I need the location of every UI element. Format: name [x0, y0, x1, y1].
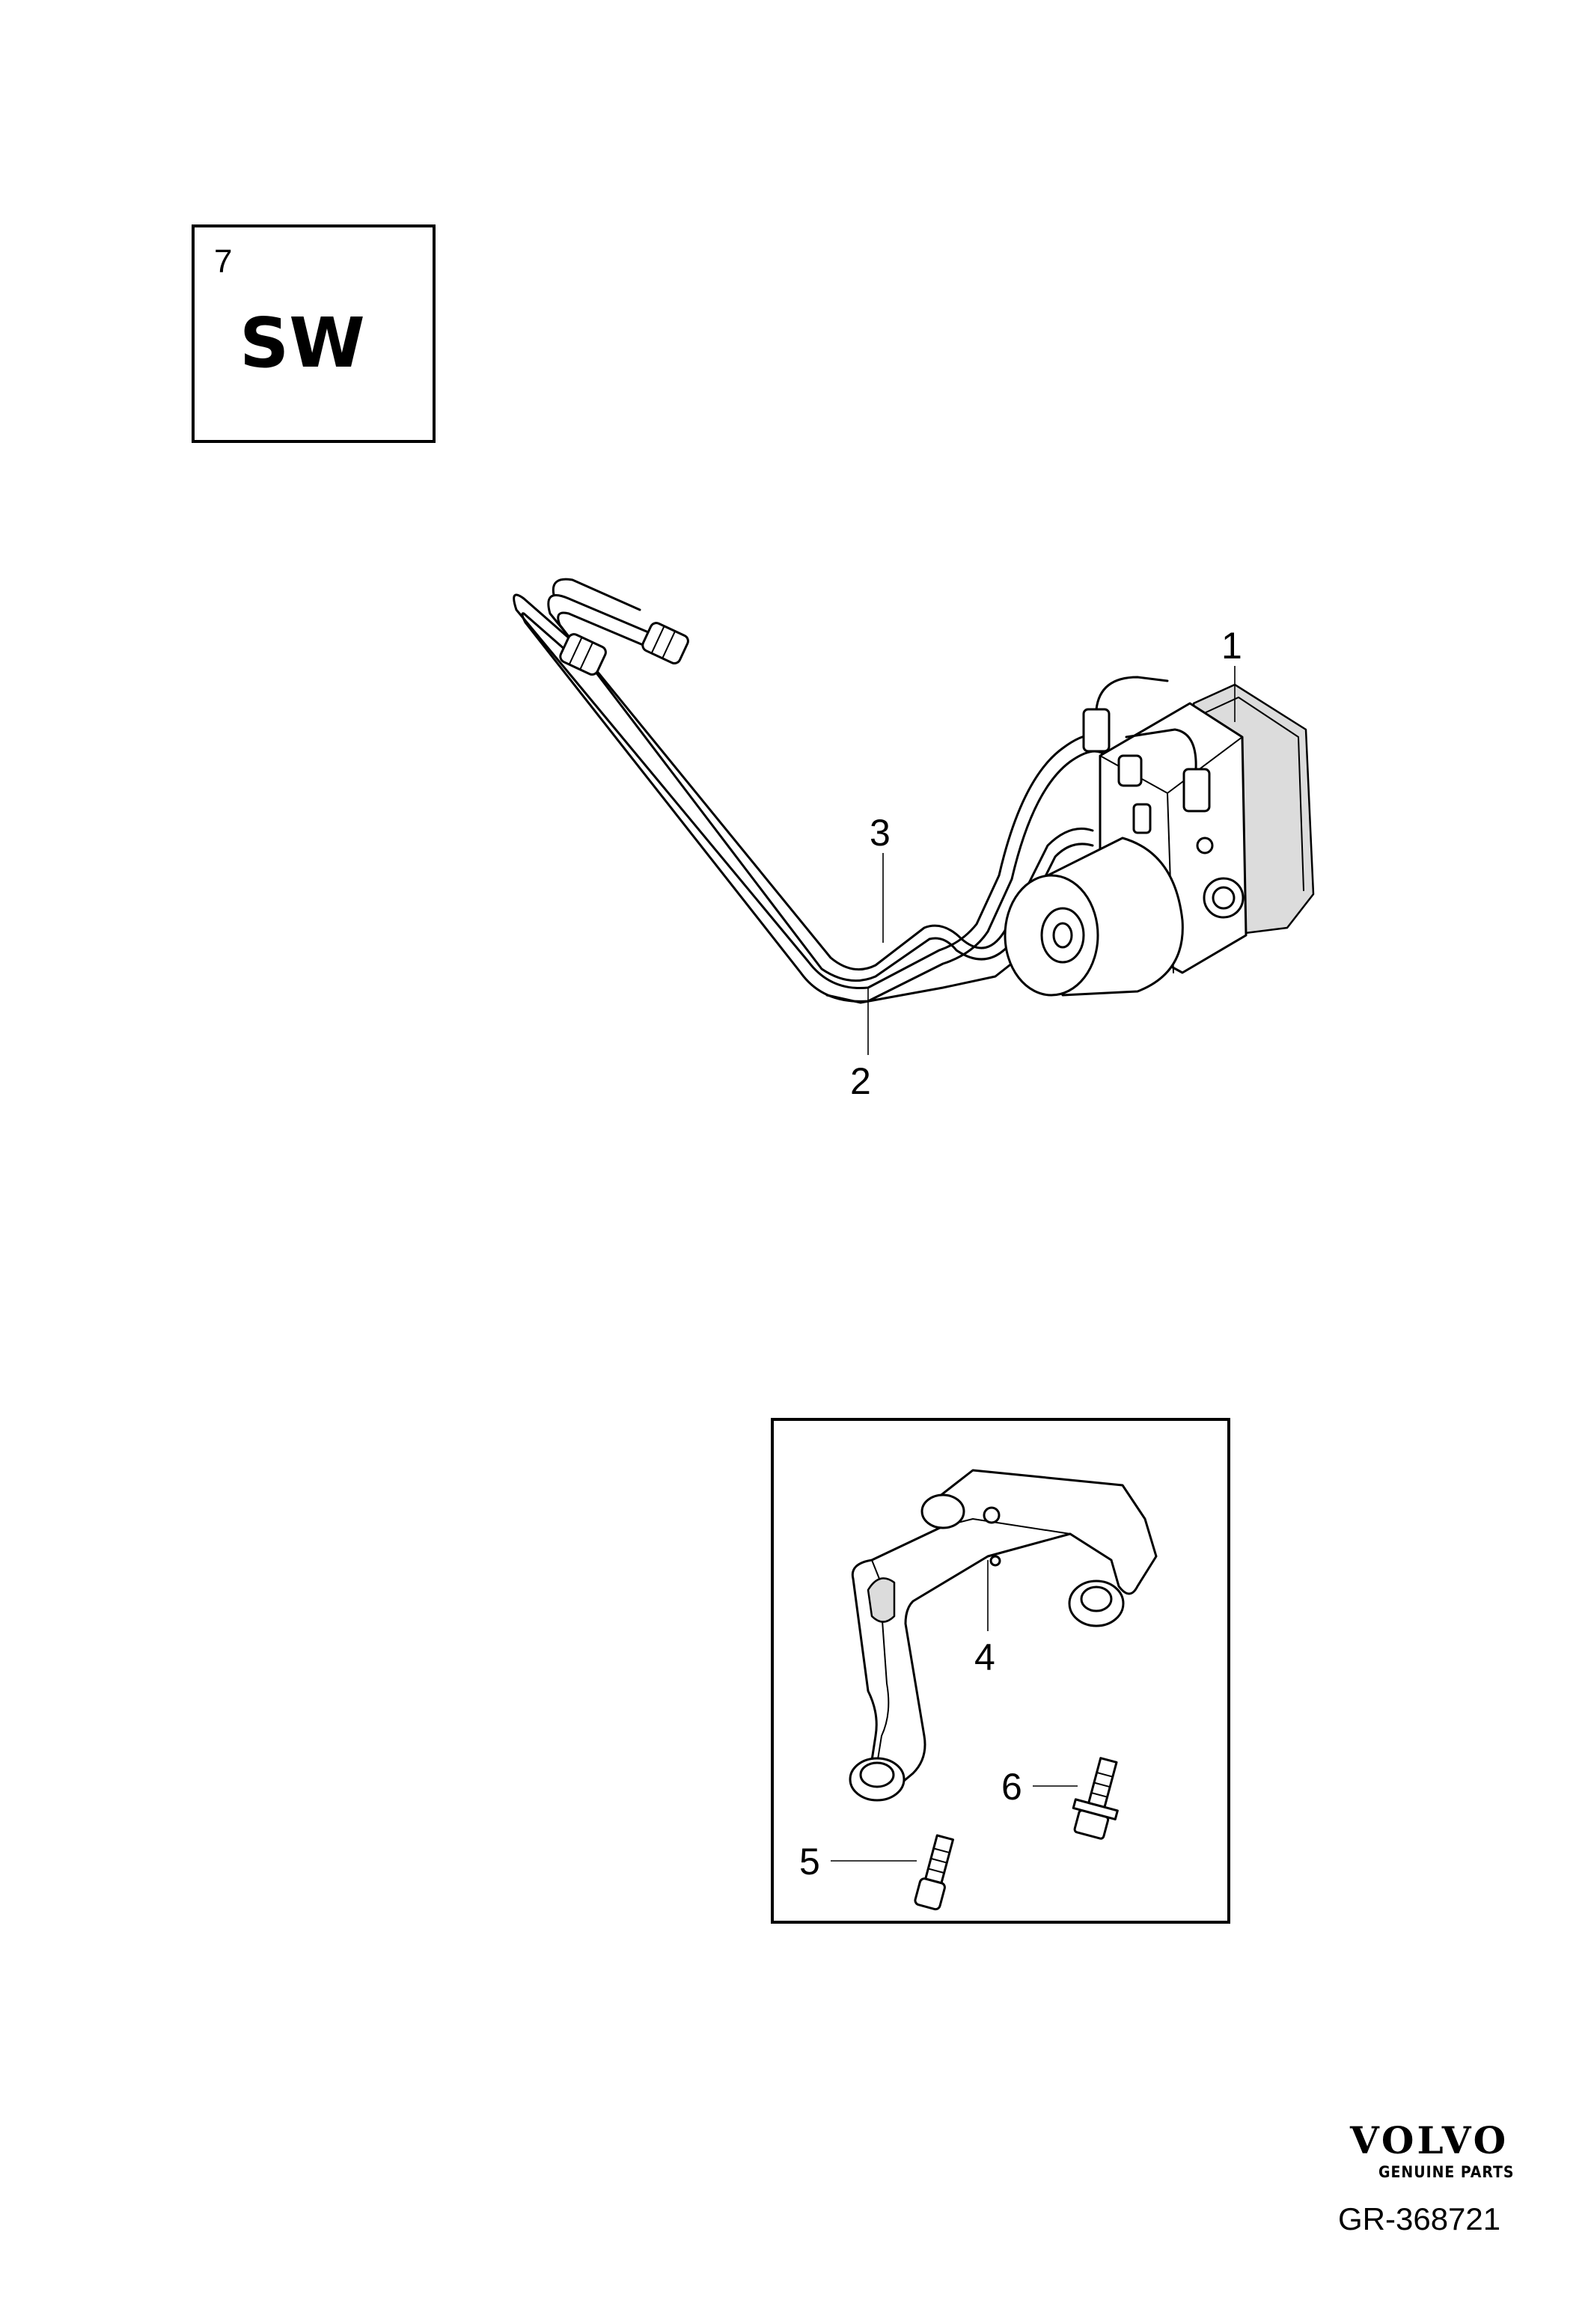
- variant-number: 7: [214, 243, 232, 280]
- bolt-6: [1072, 1757, 1119, 1840]
- bracket-inset: [771, 1418, 1230, 1924]
- brand-name: VOLVO: [1349, 2118, 1509, 2162]
- mounting-bracket: [849, 1469, 1158, 1802]
- variant-code: SW: [239, 303, 365, 383]
- callout-3: 3: [870, 812, 891, 854]
- abs-modulator: [1004, 676, 1315, 997]
- volvo-logo: VOLVO GENUINE PARTS: [1349, 2118, 1515, 2181]
- callout-1: 1: [1221, 625, 1242, 667]
- callout-4: 4: [974, 1636, 995, 1678]
- brand-tagline: GENUINE PARTS: [1378, 2163, 1515, 2181]
- callout-6: 6: [1001, 1766, 1022, 1808]
- leader-lines: [831, 666, 1236, 1862]
- abs-modulator-assembly: [513, 578, 1315, 1004]
- brake-pipes: [513, 578, 1109, 1004]
- callout-5: 5: [799, 1841, 820, 1883]
- diagram-reference: GR-368721: [1338, 2201, 1500, 2236]
- pipe-fittings: [559, 622, 689, 676]
- variant-label-box: 7 SW: [192, 224, 436, 443]
- callout-2: 2: [850, 1060, 871, 1102]
- bolt-5: [914, 1834, 954, 1911]
